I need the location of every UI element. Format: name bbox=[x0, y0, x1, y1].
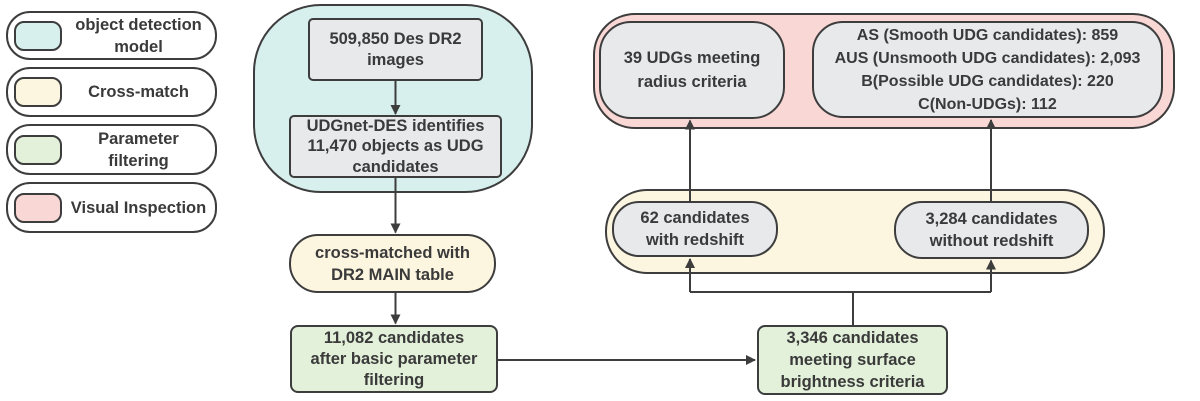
legend-item-cross-match: Cross-match bbox=[6, 67, 217, 117]
node-classification-results: AS (Smooth UDG candidates): 859 AUS (Uns… bbox=[812, 21, 1163, 118]
legend-swatch-cross-match bbox=[14, 77, 62, 107]
legend-label-parameter-filtering: Parameter filtering bbox=[98, 129, 179, 170]
node-crossmatch-dr2-main: cross-matched with DR2 MAIN table bbox=[289, 234, 496, 293]
node-with-redshift: 62 candidates with redshift bbox=[612, 201, 778, 257]
legend-swatch-visual-inspection bbox=[14, 192, 62, 223]
branch-surface-brightness bbox=[690, 291, 991, 325]
node-without-redshift: 3,284 candidates without redshift bbox=[894, 201, 1089, 259]
node-udgnet-identifies: UDGnet-DES identifies 11,470 objects as … bbox=[289, 115, 502, 178]
legend-label-cross-match: Cross-match bbox=[88, 83, 189, 101]
legend-swatch-object-detection-model bbox=[14, 20, 62, 51]
legend-item-object-detection-model: object detection model bbox=[6, 11, 217, 60]
legend-item-visual-inspection: Visual Inspection bbox=[6, 182, 217, 233]
legend-label-object-detection-model: object detection model bbox=[75, 15, 202, 56]
legend-label-visual-inspection: Visual Inspection bbox=[70, 198, 207, 217]
node-surface-brightness: 3,346 candidates meeting surface brightn… bbox=[757, 325, 948, 395]
legend-swatch-parameter-filtering bbox=[14, 134, 62, 165]
node-des-dr2-images: 509,850 Des DR2 images bbox=[308, 18, 483, 81]
node-radius-criteria: 39 UDGs meeting radius criteria bbox=[599, 21, 785, 119]
node-basic-parameter-filtering: 11,082 candidates after basic parameter … bbox=[290, 325, 498, 393]
legend-item-parameter-filtering: Parameter filtering bbox=[6, 124, 217, 175]
